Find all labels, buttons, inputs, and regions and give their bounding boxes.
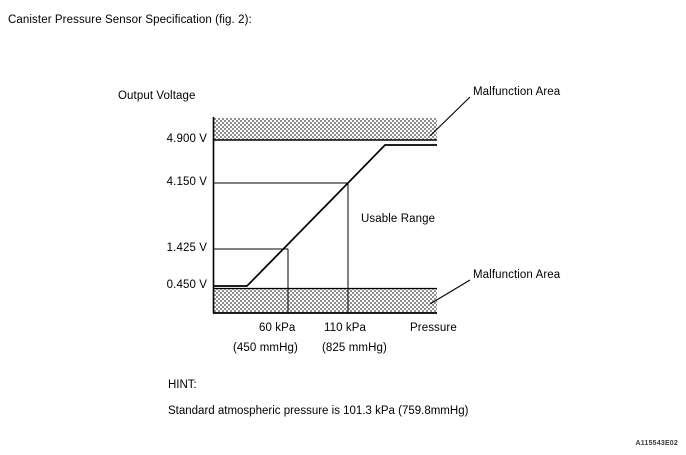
hint-label: HINT: bbox=[168, 379, 197, 391]
x-sublabel-825mmhg: (825 mmHg) bbox=[322, 342, 387, 354]
y-tick-1425v: 1.425 V bbox=[166, 242, 207, 254]
leader-line-upper bbox=[429, 96, 471, 137]
y-tick-4150v: 4.150 V bbox=[166, 176, 207, 188]
malfunction-area-label-lower: Malfunction Area bbox=[473, 269, 561, 281]
malfunction-band-upper bbox=[214, 118, 437, 140]
document-code: A115543E02 bbox=[635, 440, 678, 447]
x-axis-title: Pressure bbox=[410, 322, 457, 334]
malfunction-area-label-upper: Malfunction Area bbox=[473, 86, 561, 98]
x-sublabel-450mmhg: (450 mmHg) bbox=[233, 342, 298, 354]
malfunction-band-lower bbox=[214, 289, 437, 313]
x-tick-110kpa: 110 kPa bbox=[324, 322, 367, 334]
page-title: Canister Pressure Sensor Specification (… bbox=[8, 14, 252, 26]
usable-range-label: Usable Range bbox=[361, 213, 436, 225]
y-tick-0450v: 0.450 V bbox=[166, 279, 207, 291]
hint-text: Standard atmospheric pressure is 101.3 k… bbox=[168, 405, 469, 417]
x-tick-60kpa: 60 kPa bbox=[259, 322, 296, 334]
hint-block: HINT: Standard atmospheric pressure is 1… bbox=[168, 379, 468, 417]
y-tick-4900v: 4.900 V bbox=[166, 133, 207, 145]
y-axis-title: Output Voltage bbox=[118, 90, 196, 102]
transfer-curve bbox=[213, 144, 437, 287]
leader-line-lower bbox=[429, 279, 471, 305]
